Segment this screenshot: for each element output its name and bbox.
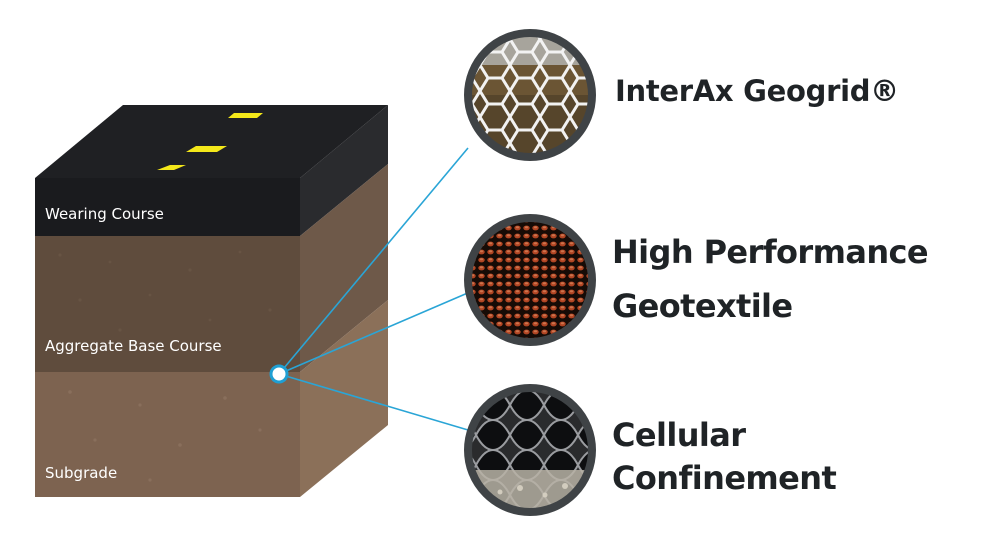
subgrade-layer (35, 372, 300, 497)
road-surface (35, 105, 388, 178)
side-subgrade (300, 300, 388, 497)
side-wearing-course (300, 105, 388, 236)
geotextile-image (464, 214, 596, 346)
side-aggregate-course (300, 164, 388, 372)
road-marking-3 (228, 113, 263, 118)
cellular-confinement-image (464, 384, 596, 516)
geogrid-image (464, 29, 596, 161)
wearing-course-label: Wearing Course (45, 205, 164, 223)
road-marking-2 (186, 146, 227, 152)
aggregate-base-layer (35, 236, 300, 372)
aggregate-base-course-label: Aggregate Base Course (45, 337, 222, 355)
geotextile-label-line1: High Performance (612, 233, 929, 271)
wearing-course-layer (35, 178, 300, 236)
callout-lines (278, 147, 471, 431)
geogrid-label: InterAx Geogrid® (615, 74, 899, 108)
subgrade-label: Subgrade (45, 464, 118, 482)
cellular-label-line2: Confinement (612, 459, 837, 497)
subgrade-speckles (68, 390, 262, 482)
aggregate-speckles (58, 250, 272, 332)
cellular-label-line1: Cellular (612, 416, 746, 454)
geotextile-label-line2: Geotextile (612, 287, 793, 325)
road-marking-1 (157, 165, 186, 170)
callout-origin-marker (269, 364, 289, 384)
